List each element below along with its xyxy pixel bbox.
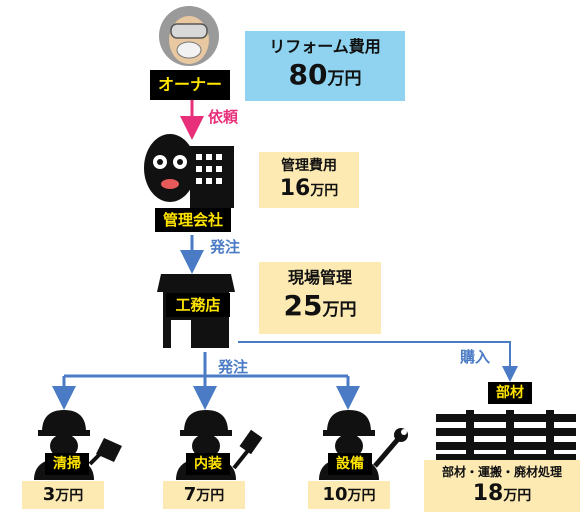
owner-cost-number: 80 xyxy=(288,58,328,91)
worker-interior-cost: 7万円 xyxy=(163,481,245,509)
management-label: 管理会社 xyxy=(155,208,231,232)
management-cost-number: 16 xyxy=(279,176,311,201)
worker-equipment-cost-unit: 万円 xyxy=(347,488,376,504)
purchase-line xyxy=(238,341,511,368)
owner-cost-box: リフォーム費用 80万円 xyxy=(245,31,405,101)
materials-label: 部材 xyxy=(488,382,532,404)
worker-equipment-label: 設備 xyxy=(328,453,372,475)
purchase-label: 購入 xyxy=(460,348,491,366)
owner-person-icon xyxy=(159,6,219,66)
order-label-2: 発注 xyxy=(218,358,249,376)
materials-cost-number: 18 xyxy=(472,481,504,506)
worker-interior-cost-number: 7 xyxy=(183,484,197,505)
request-label: 依頼 xyxy=(208,108,239,126)
worker-equipment-cost-number: 10 xyxy=(322,484,348,505)
worker-interior-label: 内装 xyxy=(186,453,230,475)
contractor-cost-number: 25 xyxy=(283,289,323,322)
materials-cost-box: 部材・運搬・廃材処理 18万円 xyxy=(424,460,580,512)
contractor-cost-unit: 万円 xyxy=(322,300,357,320)
materials-cost-title: 部材・運搬・廃材処理 xyxy=(441,465,562,479)
worker-interior-cost-unit: 万円 xyxy=(196,488,225,504)
owner-avatar xyxy=(155,2,223,70)
management-cost-title: 管理費用 xyxy=(281,158,337,174)
management-figure xyxy=(140,132,236,208)
order-label-1: 発注 xyxy=(210,238,241,256)
worker-cleaning-cost-number: 3 xyxy=(42,484,56,505)
worker-cleaning-cost: 3万円 xyxy=(22,481,104,509)
contractor-cost-title: 現場管理 xyxy=(287,268,352,287)
management-cost-box: 管理費用 16万円 xyxy=(259,152,359,208)
materials-figure xyxy=(436,408,576,462)
management-cost-unit: 万円 xyxy=(310,183,339,199)
owner-cost-unit: 万円 xyxy=(327,69,362,89)
worker-equipment-cost: 10万円 xyxy=(308,481,390,509)
masked-person-building-icon xyxy=(144,134,234,208)
worker-cleaning-cost-unit: 万円 xyxy=(55,488,84,504)
materials-cost-unit: 万円 xyxy=(503,488,532,504)
owner-label: オーナー xyxy=(150,70,230,100)
contractor-cost-box: 現場管理 25万円 xyxy=(259,262,381,334)
owner-cost-title: リフォーム費用 xyxy=(269,37,381,56)
lumber-stack-icon xyxy=(436,410,576,462)
contractor-label: 工務店 xyxy=(166,293,230,317)
worker-cleaning-label: 清掃 xyxy=(45,453,89,475)
